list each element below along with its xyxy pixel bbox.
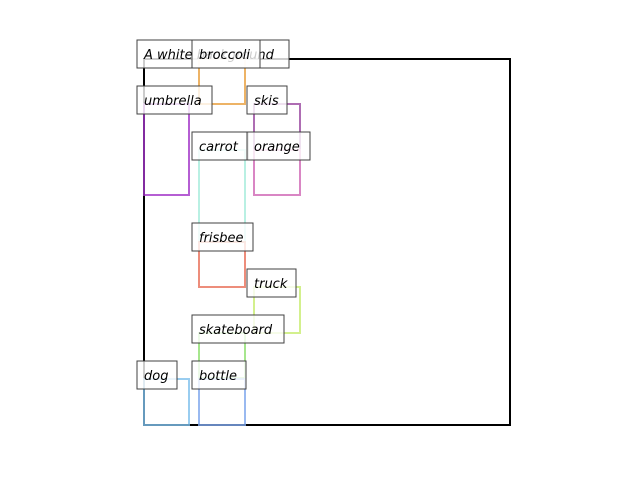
dog-label-tag: dog xyxy=(136,360,178,390)
umbrella-label-tag: umbrella xyxy=(136,85,213,115)
umbrella-box xyxy=(143,103,190,196)
skateboard-label-tag: skateboard xyxy=(191,314,285,344)
frisbee-label-background xyxy=(191,222,254,252)
white-background-box xyxy=(143,58,511,426)
skis-label-background xyxy=(246,85,288,115)
frisbee-label-tag: frisbee xyxy=(191,222,254,252)
truck-label-background xyxy=(246,268,297,298)
orange-label-text: orange xyxy=(254,140,300,155)
broccoli-label-text: broccoli xyxy=(199,48,250,63)
dog-label-text: dog xyxy=(144,369,168,384)
orange-label-tag: orange xyxy=(246,131,311,161)
umbrella-label-background xyxy=(136,85,213,115)
frisbee-label-text: frisbee xyxy=(199,231,244,246)
skis-label-text: skis xyxy=(254,94,279,109)
skateboard-label-text: skateboard xyxy=(199,323,273,338)
bottle-label-background xyxy=(191,360,247,390)
bottle-label-text: bottle xyxy=(199,369,237,384)
truck-label-tag: truck xyxy=(246,268,297,298)
skateboard-label-background xyxy=(191,314,285,344)
bottle-label-tag: bottle xyxy=(191,360,247,390)
broccoli-label-background xyxy=(191,39,261,69)
broccoli-label-tag: broccoli xyxy=(191,39,261,69)
orange-label-background xyxy=(246,131,311,161)
umbrella-label-text: umbrella xyxy=(144,94,202,109)
dog-label-background xyxy=(136,360,178,390)
carrot-label-tag: carrot xyxy=(191,131,249,161)
truck-label-text: truck xyxy=(254,277,288,292)
skis-label-tag: skis xyxy=(246,85,288,115)
carrot-label-text: carrot xyxy=(199,140,239,155)
carrot-label-background xyxy=(191,131,249,161)
labels-layer: A white backgroundbroccoliumbrellaskisca… xyxy=(136,39,311,390)
